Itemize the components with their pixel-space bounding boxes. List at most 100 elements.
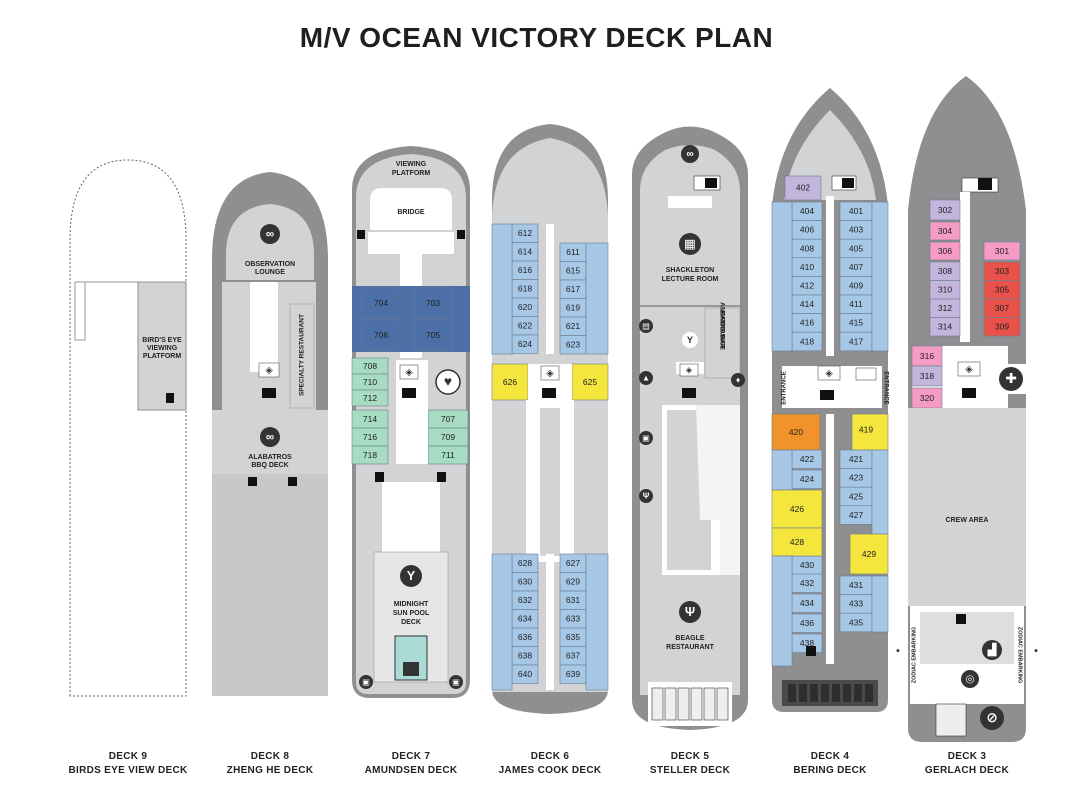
elevator-block (806, 646, 816, 656)
cabin-label-632: 632 (518, 595, 532, 605)
cabin-label-417: 417 (849, 336, 863, 346)
pool-ladder-icon (403, 662, 419, 676)
stairs (817, 365, 841, 381)
binoculars-icon (681, 145, 699, 163)
deck5-galley-stair (696, 405, 740, 575)
cabin-label-428: 428 (790, 537, 804, 547)
zodiac-label-port: ZODIAC EMBARKING (911, 627, 917, 684)
zodiac-port-icon (892, 644, 904, 656)
medical-cross-icon-glyph: ✚ (1005, 371, 1017, 386)
deck9-rail-post (74, 281, 86, 341)
crew-area-label: CREW AREA (946, 517, 989, 524)
cabin-label-629: 629 (566, 577, 580, 587)
elevator-block (437, 472, 446, 482)
cabin-label-421: 421 (849, 454, 863, 464)
cabin-label-314: 314 (938, 322, 952, 332)
lifeboat-davit (821, 684, 829, 702)
cabin-label-635: 635 (566, 632, 580, 642)
stairs-icon: ◈ (965, 364, 973, 375)
specialty-restaurant-label: SPECIALTY RESTAURANT (299, 314, 306, 396)
cutlery-icon-glyph: Ψ (643, 492, 650, 501)
deck8-corridor (250, 282, 278, 372)
cabin-label-628: 628 (518, 558, 532, 568)
cabin-label-631: 631 (566, 595, 580, 605)
deck9-number: DECK 9 (108, 751, 148, 762)
cabin-label-411: 411 (849, 299, 863, 309)
deck3-icon-2-glyph: ◎ (965, 674, 974, 685)
nordic-bar-label: ALBATROS (718, 302, 725, 338)
cabin-label-435: 435 (849, 617, 863, 627)
cabin-label-718: 718 (363, 450, 377, 460)
cabin-label-704: 704 (374, 298, 388, 308)
deck4-number: DECK 4 (810, 751, 850, 762)
boot-icon-glyph: ▟ (987, 643, 997, 657)
gift-icon-glyph: ▣ (642, 434, 650, 443)
cabin-label-309: 309 (995, 322, 1009, 332)
cabin-label-432: 432 (800, 578, 814, 588)
cabin-label-617: 617 (566, 284, 580, 294)
beagle-restaurant-label: BEAGLE (675, 635, 705, 642)
cocktail-icon (400, 565, 422, 587)
deck3-corridor (960, 192, 970, 342)
nordic-bar (704, 307, 741, 379)
cabin-label-305: 305 (995, 285, 1009, 295)
deck9-platform (137, 281, 187, 411)
elevator-block (357, 230, 365, 239)
deck9-name: BIRDS EYE VIEW DECK (68, 765, 188, 776)
cabin-label-427: 427 (849, 510, 863, 520)
deck5-icon-1-glyph: ▤ (642, 322, 650, 331)
cabin-label-611: 611 (566, 247, 580, 257)
cabin-302 (929, 199, 961, 221)
cutlery-icon-large (679, 601, 701, 623)
cabin-label-621: 621 (566, 321, 580, 331)
lecture-icon (679, 233, 701, 255)
cabin-label-419: 419 (859, 424, 873, 434)
deck3-zodiac-inner (920, 612, 1014, 664)
birds-eye-platform-label: BIRD'S EYE (142, 337, 182, 344)
cabin-712 (351, 389, 389, 407)
nordic-bar-label: LOUNGE (718, 322, 725, 350)
cabin-label-306: 306 (938, 246, 952, 256)
cabin-314 (929, 317, 961, 337)
cabin-label-301: 301 (995, 246, 1009, 256)
deck4-aft-port-outer2 (771, 555, 793, 667)
zodiac-port-icon-glyph: ● (896, 647, 900, 654)
cabin-label-407: 407 (849, 262, 863, 272)
cabin-428 (771, 527, 823, 557)
binoculars-icon-glyph: ∞ (266, 432, 274, 444)
deck9-label: DECK 9 BIRDS EYE VIEW DECK (53, 750, 203, 778)
elevator-block (705, 178, 717, 188)
deck5-divider (640, 305, 740, 307)
deck6-aft-port-outer (491, 553, 513, 691)
lifeboat (716, 687, 729, 721)
sun-pool-label: SUN POOL (393, 610, 430, 617)
binoculars-icon-glyph: ∞ (686, 149, 693, 160)
cabin-label-303: 303 (995, 266, 1009, 276)
deck7-number: DECK 7 (391, 751, 431, 762)
deck3-icon-2 (961, 670, 979, 688)
cabin-label-636: 636 (518, 632, 532, 642)
elevator-block (262, 388, 276, 398)
cabin-label-706: 706 (374, 330, 388, 340)
deck6-center-block (540, 408, 560, 556)
lifeboat-davit (843, 684, 851, 702)
cabin-label-625: 625 (583, 377, 597, 387)
cabin-label-409: 409 (849, 280, 863, 290)
cabin-label-639: 639 (566, 669, 580, 679)
lifeboat-davit (788, 684, 796, 702)
elevator-block (842, 178, 854, 188)
gift-icon (639, 431, 653, 445)
deck6-port-outer (491, 223, 513, 355)
stairs (957, 361, 981, 377)
binoculars-icon (260, 224, 280, 244)
specialty-restaurant (289, 303, 315, 409)
cabin-label-612: 612 (518, 228, 532, 238)
elevator-block (375, 472, 384, 482)
elevator-block (542, 388, 556, 398)
deck6-name: JAMES COOK DECK (498, 765, 602, 776)
cabin-706 (361, 319, 401, 351)
